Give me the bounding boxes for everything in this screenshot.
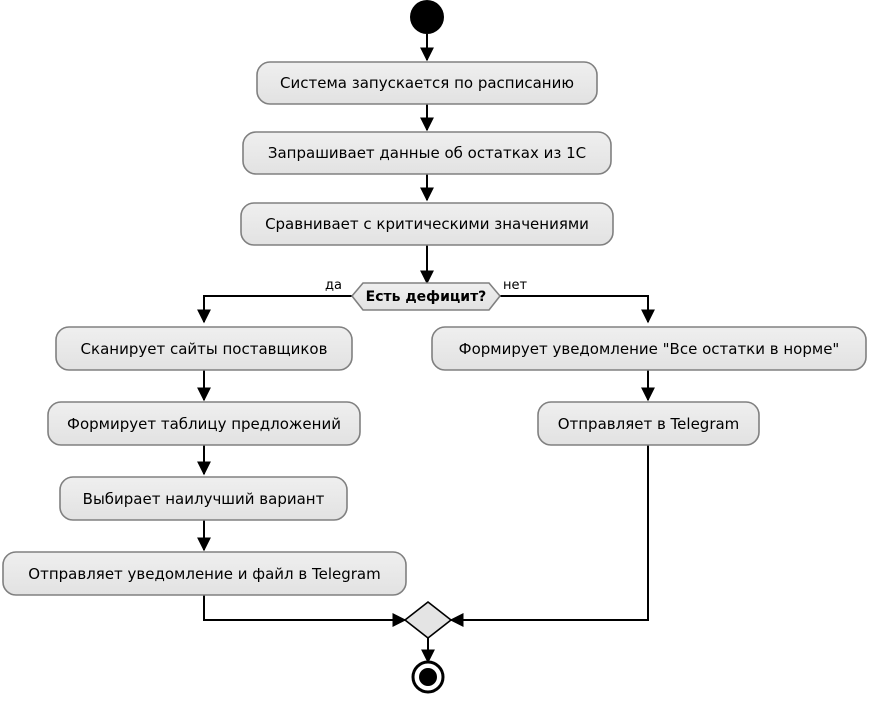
activity-box-right1[interactable]: [431, 326, 867, 371]
edge-right2-to-merge: [449, 445, 649, 627]
merge-node[interactable]: [403, 600, 453, 640]
activity-box-right2[interactable]: [537, 401, 760, 446]
edge-decision-no: [500, 295, 655, 324]
activity-box-left1[interactable]: [55, 326, 353, 371]
activity-box-a2[interactable]: [242, 131, 612, 175]
activity-box-a3[interactable]: [240, 202, 614, 246]
edge-decision-yes: [197, 295, 352, 324]
edge-left4-to-merge: [203, 595, 407, 627]
decision-node[interactable]: [350, 282, 502, 311]
start-node[interactable]: [410, 0, 444, 34]
activity-box-a1[interactable]: [256, 61, 598, 105]
activity-box-left4[interactable]: [2, 551, 407, 596]
final-node[interactable]: [419, 668, 437, 686]
activity-box-left2[interactable]: [47, 401, 361, 446]
activity-box-left3[interactable]: [59, 476, 348, 521]
